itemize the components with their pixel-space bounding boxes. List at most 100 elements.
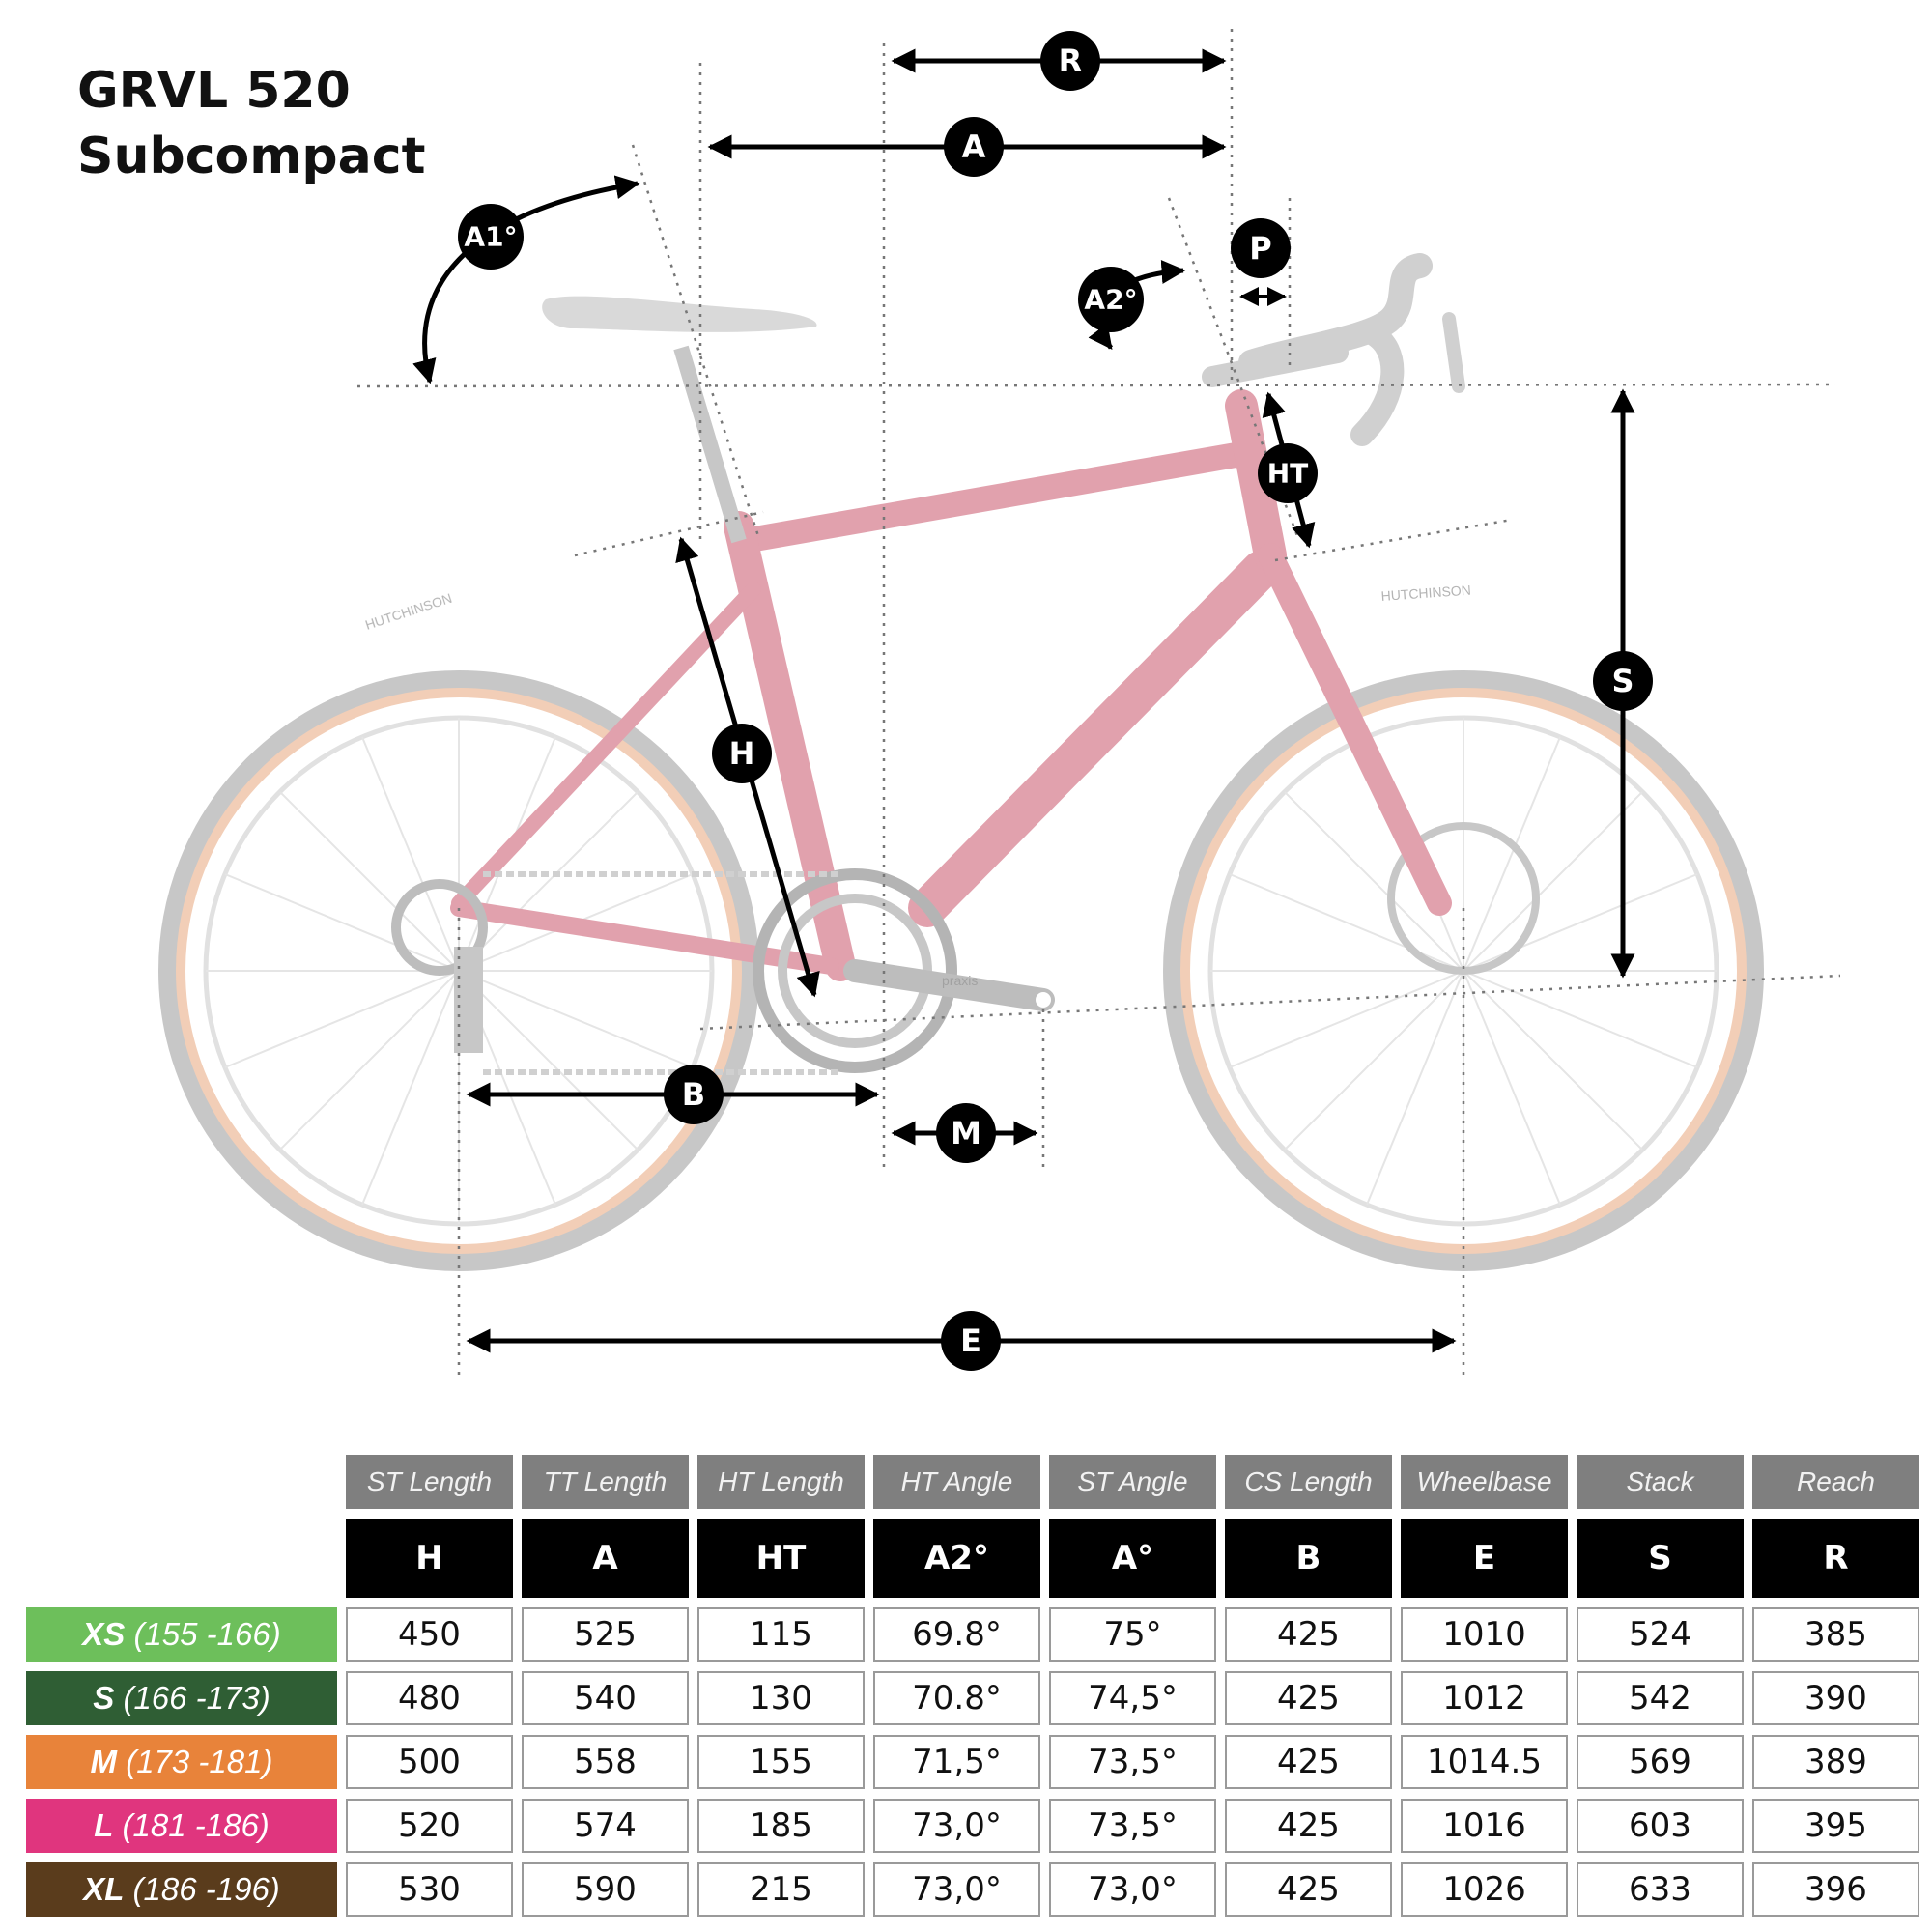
table-cell: 540 [522,1671,689,1725]
handlebar [1202,253,1465,446]
page-title: GRVL 520 Subcompact [77,58,425,189]
table-cell: 385 [1752,1607,1919,1662]
bike-geometry-diagram: HUTCHINSON HUTCHINSON praxis [158,29,1841,1377]
size-code: L [94,1807,114,1843]
size-label: M (173 -181) [26,1735,337,1789]
table-cell: 1012 [1401,1671,1568,1725]
marker-R: R [1040,31,1100,91]
header-codes-row: H A HT A2° A° B E S R [26,1519,1919,1598]
marker-A2: A2° [1078,267,1144,332]
model-variant: Subcompact [77,128,426,185]
svg-text:A: A [962,128,986,165]
table-cell: 569 [1577,1735,1744,1789]
table-cell: 75° [1049,1607,1216,1662]
svg-text:E: E [960,1322,981,1359]
code-a2: A2° [873,1519,1040,1598]
table-cell: 73,5° [1049,1735,1216,1789]
table-cell: 558 [522,1735,689,1789]
svg-text:B: B [682,1076,705,1113]
table-cell: 73,0° [873,1862,1040,1917]
code-e: E [1401,1519,1568,1598]
table-cell: 425 [1225,1799,1392,1853]
marker-M: M [936,1103,996,1163]
table-cell: 115 [697,1607,865,1662]
table-cell: 500 [346,1735,513,1789]
table-cell: 155 [697,1735,865,1789]
table-cell: 1026 [1401,1862,1568,1917]
marker-H: H [712,724,772,783]
svg-text:A2°: A2° [1084,284,1137,316]
table-cell: 389 [1752,1735,1919,1789]
header-st-length: ST Length [346,1455,513,1509]
rear-tire-brand: HUTCHINSON [363,590,454,633]
size-code: S [93,1680,115,1716]
marker-E: E [941,1311,1001,1371]
code-h: H [346,1519,513,1598]
seat-and-post [542,296,817,544]
table-cell: 425 [1225,1862,1392,1917]
table-cell: 73,0° [1049,1862,1216,1917]
table-cell: 450 [346,1607,513,1662]
table-cell: 1014.5 [1401,1735,1568,1789]
table-cell: 396 [1752,1862,1919,1917]
svg-text:A1°: A1° [464,221,517,253]
svg-text:R: R [1059,43,1083,79]
table-cell: 185 [697,1799,865,1853]
table-cell: 425 [1225,1607,1392,1662]
code-a: A [522,1519,689,1598]
crank-brand: praxis [942,973,978,988]
size-height-range: (155 -166) [133,1616,281,1652]
table-cell: 73,5° [1049,1799,1216,1853]
geometry-table: ST Length TT Length HT Length HT Angle S… [17,1445,1928,1926]
dimension-arrows [412,48,1635,1353]
code-s: S [1577,1519,1744,1598]
code-a-angle: A° [1049,1519,1216,1598]
table-cell: 215 [697,1862,865,1917]
svg-text:M: M [951,1115,981,1151]
size-label: L (181 -186) [26,1799,337,1853]
size-label: S (166 -173) [26,1671,337,1725]
table-cell: 70.8° [873,1671,1040,1725]
header-ht-length: HT Length [697,1455,865,1509]
front-tire-brand: HUTCHINSON [1380,582,1471,604]
code-r: R [1752,1519,1919,1598]
header-ht-angle: HT Angle [873,1455,1040,1509]
marker-HT: HT [1258,443,1318,503]
svg-text:P: P [1249,230,1271,267]
table-cell: 69.8° [873,1607,1040,1662]
size-label: XS (155 -166) [26,1607,337,1662]
size-height-range: (181 -186) [122,1807,270,1843]
table-cell: 603 [1577,1799,1744,1853]
table-cell: 425 [1225,1735,1392,1789]
table-cell: 524 [1577,1607,1744,1662]
table-cell: 74,5° [1049,1671,1216,1725]
table-cell: 480 [346,1671,513,1725]
table-cell: 574 [522,1799,689,1853]
size-height-range: (166 -173) [123,1680,270,1716]
svg-text:HT: HT [1267,458,1309,490]
marker-B: B [664,1065,724,1124]
table-cell: 520 [346,1799,513,1853]
code-ht: HT [697,1519,865,1598]
header-names-row: ST Length TT Length HT Length HT Angle S… [26,1455,1919,1509]
table-cell: 390 [1752,1671,1919,1725]
size-code: M [90,1744,118,1779]
size-code: XL [83,1871,125,1907]
table-cell: 530 [346,1862,513,1917]
marker-A: A [944,117,1004,177]
table-cell: 633 [1577,1862,1744,1917]
code-b: B [1225,1519,1392,1598]
table-cell: 130 [697,1671,865,1725]
svg-text:H: H [729,735,755,772]
model-name: GRVL 520 [77,62,351,120]
size-height-range: (173 -181) [126,1744,273,1779]
table-cell: 590 [522,1862,689,1917]
marker-A1: A1° [458,204,524,270]
reference-lines [356,29,1841,1377]
